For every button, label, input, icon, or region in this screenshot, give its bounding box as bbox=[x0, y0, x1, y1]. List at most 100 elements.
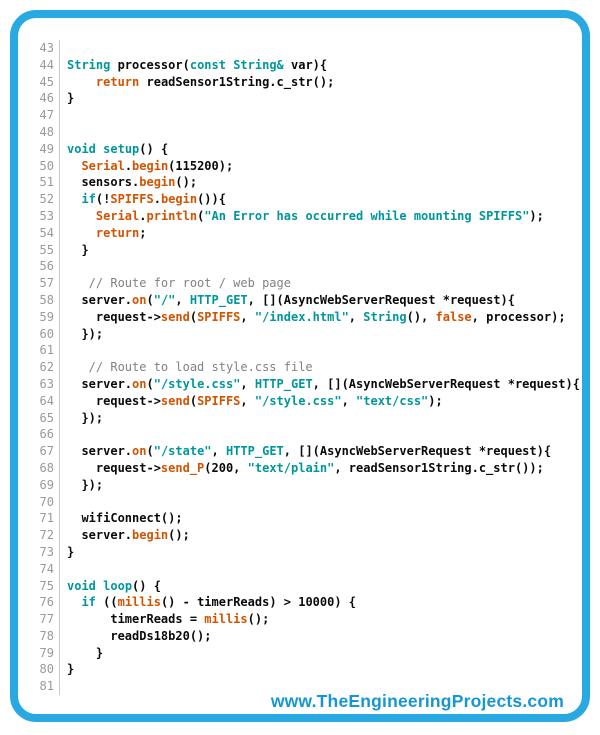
code-token: send bbox=[160, 309, 190, 324]
code-token: } bbox=[67, 91, 75, 106]
code-line: 60 }); bbox=[20, 325, 576, 343]
code-line: 70 bbox=[20, 493, 576, 511]
code-text: // Route to load style.css file bbox=[60, 359, 313, 376]
line-number: 79 bbox=[20, 644, 60, 662]
line-number: 45 bbox=[20, 73, 60, 91]
line-number: 67 bbox=[20, 443, 60, 460]
code-token: ( bbox=[197, 208, 205, 223]
code-text: request->send(SPIFFS, "/index.html", Str… bbox=[60, 309, 566, 326]
code-text: return; bbox=[60, 225, 147, 242]
code-token: void bbox=[67, 578, 96, 593]
code-line: 69 }); bbox=[20, 476, 576, 494]
line-number: 63 bbox=[20, 375, 60, 393]
code-line: 52 if(!SPIFFS.begin()){ bbox=[20, 191, 576, 208]
code-token: ); bbox=[529, 208, 544, 223]
code-line: 51 sensors.begin(); bbox=[20, 174, 576, 192]
code-text: readDs18b20(); bbox=[60, 628, 211, 645]
code-token: , processor); bbox=[471, 309, 566, 324]
line-number: 44 bbox=[20, 56, 60, 74]
code-text: // Route for root / web page bbox=[60, 275, 291, 292]
code-token: begin bbox=[139, 175, 176, 190]
line-number: 69 bbox=[20, 476, 60, 494]
code-line: 56 bbox=[20, 258, 576, 276]
line-number: 74 bbox=[20, 560, 60, 578]
line-number: 75 bbox=[20, 577, 60, 595]
code-token: timerReads = bbox=[67, 612, 205, 627]
line-number: 51 bbox=[20, 174, 60, 192]
code-token: (115200); bbox=[168, 158, 234, 173]
code-text: }); bbox=[60, 326, 103, 343]
code-text: wifiConnect(); bbox=[60, 510, 183, 527]
code-token: () - timerReads) > 10000) { bbox=[160, 595, 357, 610]
code-token: if bbox=[81, 192, 96, 207]
code-text bbox=[60, 678, 67, 695]
line-number: 77 bbox=[20, 611, 60, 628]
code-text: }); bbox=[60, 410, 103, 427]
code-token: SPIFFS bbox=[110, 192, 154, 207]
code-text: } bbox=[60, 90, 74, 107]
code-line: 67 server.on("/state", HTTP_GET, [](Asyn… bbox=[20, 443, 576, 460]
code-token: } bbox=[67, 544, 75, 559]
code-text: Serial.begin(115200); bbox=[60, 158, 233, 175]
code-token: (200, bbox=[204, 460, 248, 475]
code-text: return readSensor1String.c_str(); bbox=[60, 74, 334, 91]
code-token: , bbox=[175, 292, 190, 307]
code-text bbox=[60, 561, 67, 578]
line-number: 43 bbox=[20, 40, 60, 57]
code-token: server. bbox=[67, 528, 133, 543]
code-token: , bbox=[240, 309, 255, 324]
code-token: false bbox=[435, 309, 472, 324]
line-number: 70 bbox=[20, 493, 60, 511]
code-token: HTTP_GET bbox=[254, 376, 313, 391]
line-number: 46 bbox=[20, 90, 60, 108]
code-token: "text/css" bbox=[356, 393, 429, 408]
code-token: () { bbox=[139, 141, 169, 156]
code-line: 72 server.begin(); bbox=[20, 527, 576, 544]
line-number: 53 bbox=[20, 207, 60, 225]
code-text: timerReads = millis(); bbox=[60, 611, 269, 628]
code-token: readSensor1String.c_str(); bbox=[139, 74, 335, 89]
code-line: 73} bbox=[20, 543, 576, 561]
code-text: Serial.println("An Error has occurred wh… bbox=[60, 208, 544, 225]
code-line: 63 server.on("/style.css", HTTP_GET, [](… bbox=[20, 375, 580, 393]
code-line: 45 return readSensor1String.c_str(); bbox=[20, 73, 576, 91]
code-token: wifiConnect(); bbox=[67, 511, 183, 526]
code-text: if(!SPIFFS.begin()){ bbox=[60, 191, 226, 208]
code-token: (); bbox=[168, 528, 190, 543]
code-text bbox=[60, 426, 67, 443]
code-token: , [](AsyncWebServerRequest *request){ bbox=[283, 444, 552, 459]
code-text: server.begin(); bbox=[60, 527, 190, 544]
line-number: 54 bbox=[20, 224, 60, 242]
line-number: 68 bbox=[20, 459, 60, 477]
code-token: void bbox=[67, 141, 96, 156]
code-line: 48 bbox=[20, 123, 576, 141]
code-line: 74 bbox=[20, 560, 576, 578]
code-token: String bbox=[67, 57, 111, 72]
code-line: 71 wifiConnect(); bbox=[20, 510, 576, 528]
code-token bbox=[67, 159, 81, 173]
code-token: return bbox=[95, 225, 140, 240]
code-text: }); bbox=[60, 477, 103, 494]
code-text: String processor(const String& var){ bbox=[60, 57, 327, 74]
code-token: , bbox=[211, 444, 226, 459]
code-token: send bbox=[160, 393, 190, 408]
code-token bbox=[67, 595, 81, 609]
code-token: server. bbox=[67, 376, 133, 391]
code-line: 58 server.on("/", HTTP_GET, [](AsyncWebS… bbox=[20, 291, 576, 309]
code-text: server.on("/state", HTTP_GET, [](AsyncWe… bbox=[60, 443, 551, 460]
line-number: 65 bbox=[20, 409, 60, 427]
code-token: on bbox=[132, 376, 147, 391]
code-token: "An Error has occurred while mounting SP… bbox=[204, 208, 530, 223]
code-token: String& bbox=[233, 57, 284, 72]
code-token bbox=[67, 192, 81, 206]
code-line: 78 readDs18b20(); bbox=[20, 627, 576, 645]
code-text bbox=[60, 40, 67, 57]
line-number: 60 bbox=[20, 325, 60, 343]
code-token: send_P bbox=[160, 460, 205, 475]
code-token: server. bbox=[67, 444, 133, 459]
code-token: (( bbox=[95, 595, 118, 610]
line-number: 73 bbox=[20, 543, 60, 561]
line-number: 52 bbox=[20, 191, 60, 208]
code-text: void loop() { bbox=[60, 578, 161, 595]
